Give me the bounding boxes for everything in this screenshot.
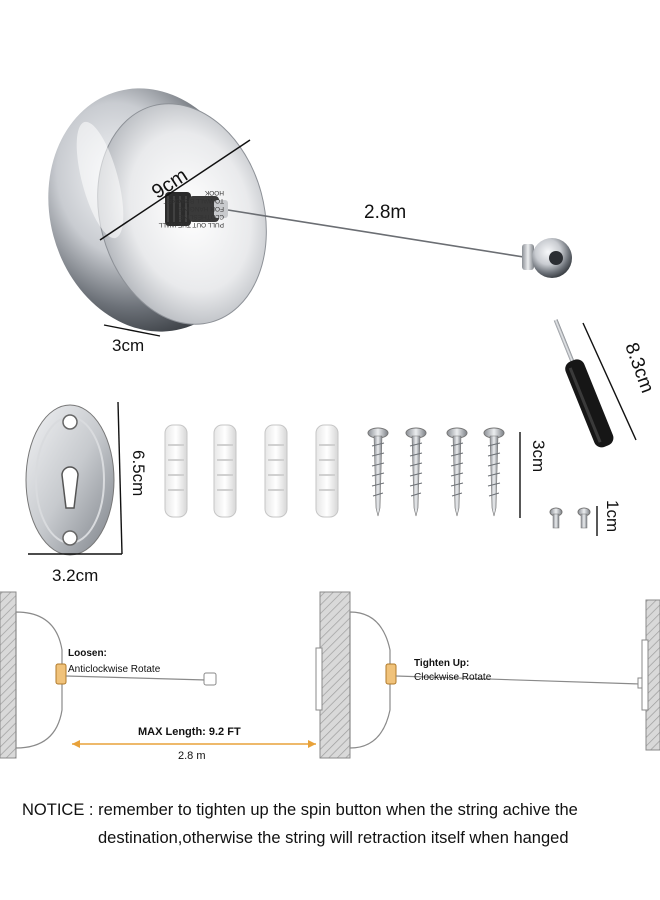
tighten-diagram <box>315 591 660 759</box>
long-screws <box>367 427 505 517</box>
loosen-diagram <box>0 591 217 759</box>
plate-width-label: 3.2cm <box>52 566 99 585</box>
screw-length-label: 3cm <box>529 440 548 473</box>
tighten-title: Tighten Up: <box>414 658 470 669</box>
small-screw <box>549 507 563 529</box>
metric-length-label: 2.8 m <box>178 750 206 762</box>
small-screw <box>577 507 591 529</box>
small-screws <box>549 507 591 529</box>
wood-screw <box>405 427 427 517</box>
plate-height-dim-line <box>117 401 123 555</box>
wire-length-label: 2.8m <box>364 202 407 223</box>
wire-end-cap <box>522 238 572 278</box>
steel-wire <box>227 209 531 259</box>
diameter-line <box>99 139 251 241</box>
notice-line-1: NOTICE : remember to tighten up the spin… <box>22 801 578 819</box>
wood-screw <box>446 427 468 517</box>
notice-text: NOTICE : remember to tighten up the spin… <box>22 796 642 852</box>
depth-dim-line <box>103 324 161 337</box>
loosen-title: Loosen: <box>68 648 107 659</box>
reel-printed-text: PULL OUT THE WALL CLOTHESLINE FOR HANGIN… <box>159 188 224 228</box>
wall-anchor <box>213 424 237 518</box>
screwdriver-dim-line <box>582 322 637 441</box>
reel-text-line: PULL OUT THE WALL <box>158 221 224 228</box>
max-length-label: MAX Length: 9.2 FT <box>138 726 241 738</box>
wall-bracket-plate <box>25 404 115 556</box>
wall-anchor <box>315 424 339 518</box>
reel-text-line: HOOK <box>204 189 224 196</box>
retractable-reel <box>48 88 267 332</box>
notice-line-2: destination,otherwise the string will re… <box>98 829 569 847</box>
wood-screw <box>483 427 505 517</box>
wall-anchor <box>164 424 188 518</box>
loosen-text: Anticlockwise Rotate <box>68 664 161 675</box>
max-length-arrow <box>72 740 316 748</box>
tighten-text: Clockwise Rotate <box>414 672 492 683</box>
reel-text-line: FOR HANGING <box>178 205 224 212</box>
wall-anchor <box>264 424 288 518</box>
wall-anchors <box>164 424 339 518</box>
spin-button-knob <box>165 192 228 226</box>
reel-text-line: CLOTHESLINE <box>178 213 224 220</box>
plate-height-label: 6.5cm <box>129 450 148 497</box>
wood-screw <box>367 427 389 517</box>
screwdriver <box>553 319 614 448</box>
reel-text-line: TO WALL BRACKET <box>163 197 224 204</box>
reel-depth-label: 3cm <box>112 336 145 355</box>
small-screw-length-label: 1cm <box>603 500 622 533</box>
